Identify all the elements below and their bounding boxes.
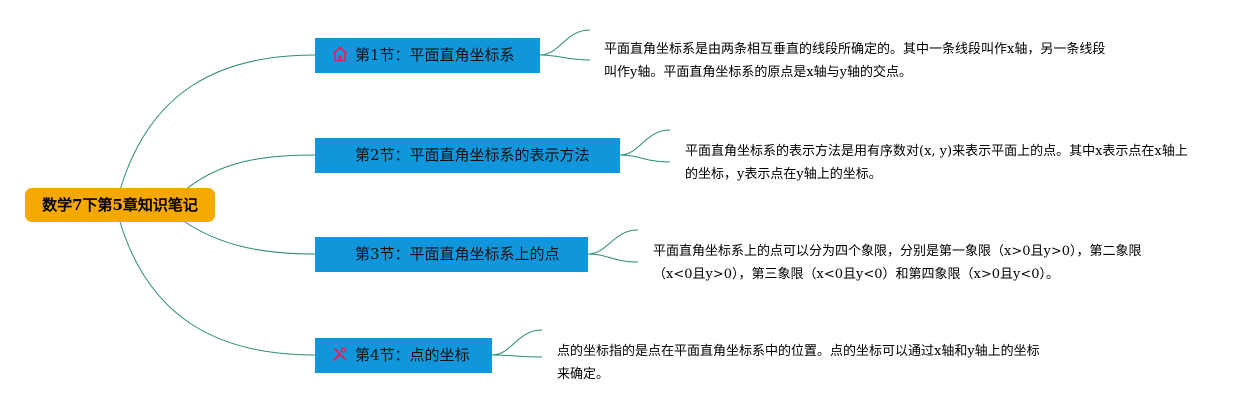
- section-node-2[interactable]: 第2节：平面直角坐标系的表示方法: [315, 138, 620, 173]
- connector-root-section-4: [119, 221, 316, 356]
- root-topic-node[interactable]: 数学7下第5章知识笔记: [25, 188, 215, 222]
- section-label: 第4节：点的坐标: [355, 346, 470, 364]
- section-node-3[interactable]: 第3节：平面直角坐标系上的点: [315, 237, 588, 272]
- blank-icon: [331, 244, 349, 262]
- section-label: 第1节：平面直角坐标系: [355, 46, 515, 64]
- section-label: 第2节：平面直角坐标系的表示方法: [355, 146, 590, 164]
- connector-section-3-desc: [587, 229, 639, 263]
- section-description-2: 平面直角坐标系的表示方法是用有序数对(x, y)来表示平面上的点。其中x表示点在…: [685, 144, 1188, 182]
- connector-root-section-1: [119, 54, 316, 191]
- tools-icon: [331, 345, 349, 363]
- blank-icon: [331, 145, 349, 163]
- home-icon: [331, 45, 349, 63]
- section-label: 第3节：平面直角坐标系上的点: [355, 245, 560, 263]
- section-node-1[interactable]: 第1节：平面直角坐标系: [315, 38, 540, 73]
- section-description-4: 点的坐标指的是点在平面直角坐标系中的位置。点的坐标可以通过x轴和y轴上的坐标来确…: [557, 344, 1040, 382]
- connector-section-1-desc: [539, 29, 591, 61]
- connector-root-section-3: [184, 221, 316, 255]
- connector-section-2-desc: [619, 129, 671, 163]
- section-node-4[interactable]: 第4节：点的坐标: [315, 338, 492, 373]
- connector-root-section-2: [184, 154, 316, 191]
- section-description-3: 平面直角坐标系上的点可以分为四个象限，分别是第一象限（x>0且y>0），第二象限…: [653, 244, 1142, 282]
- section-description-1: 平面直角坐标系是由两条相互垂直的线段所确定的。其中一条线段叫作x轴，另一条线段叫…: [604, 42, 1106, 80]
- root-topic-label: 数学7下第5章知识笔记: [42, 196, 198, 214]
- connector-section-4-desc: [491, 329, 543, 358]
